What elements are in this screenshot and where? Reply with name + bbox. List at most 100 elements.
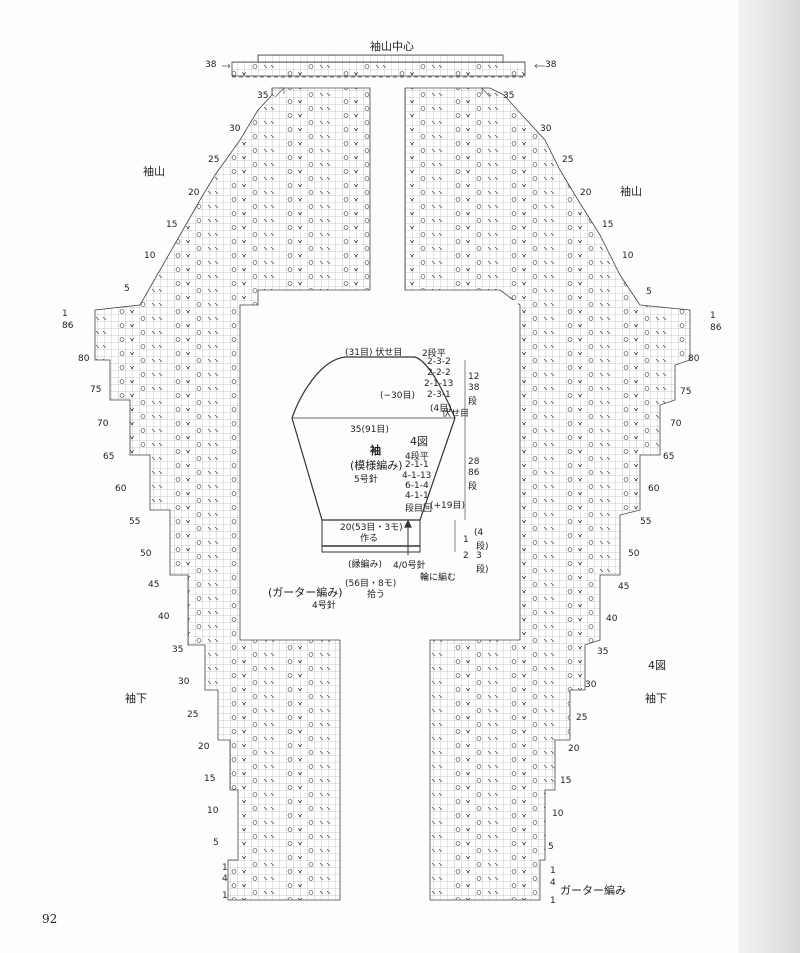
row-number: 86 <box>62 321 74 331</box>
row-number: 1 <box>550 866 556 876</box>
needle-size: 5号針 <box>354 475 378 485</box>
sleeve-cap-center-label: 袖山中心 <box>370 40 414 53</box>
page-number: 92 <box>42 912 58 926</box>
dec-step-5: 2-3-1 <box>427 390 451 400</box>
row-number: 60 <box>648 484 660 494</box>
row-number: 15 <box>602 220 614 230</box>
row-number: 20 <box>568 744 580 754</box>
cap-decrease: (−30目) <box>380 391 416 401</box>
pattern-name: (模様編み) <box>350 459 403 472</box>
dec-step-6: (4目) <box>430 404 452 414</box>
row-number: 1 <box>710 311 716 321</box>
inc-step-5: 4-1-1 <box>405 491 429 501</box>
row-number: 38 <box>545 60 557 70</box>
cap-rows: 38 <box>468 383 480 393</box>
top-bindoff: (31目) 伏せ目 <box>345 348 403 358</box>
row-number: 38 <box>205 60 217 70</box>
pickup-count: (56目・8モ) <box>345 579 397 589</box>
row-number: 60 <box>115 484 127 494</box>
sleeve-cap-label-right: 袖山 <box>620 185 642 198</box>
chart-left-half <box>94 87 371 901</box>
row-number: 50 <box>628 549 640 559</box>
row-number: 40 <box>606 614 618 624</box>
row-number: 35 <box>257 91 269 101</box>
cuff-rows-a: 1 <box>463 535 469 545</box>
row-number: 1 <box>550 896 556 906</box>
body-height: 28 <box>468 457 480 467</box>
cap-rows-unit: 段 <box>468 397 478 407</box>
row-number: 30 <box>540 124 552 134</box>
cuff-width: 20(53目・3モ) <box>340 523 403 533</box>
row-number: 65 <box>103 452 115 462</box>
cap-width: 35(91目) <box>350 425 389 435</box>
row-number: 30 <box>585 680 597 690</box>
inc-step-4: 6-1-4 <box>405 481 429 491</box>
row-number: 25 <box>576 713 588 723</box>
row-number: 10 <box>144 251 156 261</box>
garter-needle: 4号針 <box>312 601 336 611</box>
figure-number-label: 4図 <box>648 659 666 672</box>
chart-right-half <box>404 87 691 901</box>
row-number: 65 <box>663 452 675 462</box>
row-number: 45 <box>618 582 630 592</box>
row-number: 5 <box>124 284 130 294</box>
dec-step-7: 伏せ目 <box>442 409 470 419</box>
row-number: 75 <box>90 385 102 395</box>
increase-total: (+19目) <box>430 501 466 511</box>
inc-step-6: 段目回 <box>405 504 433 514</box>
row-number: 80 <box>688 354 700 364</box>
cap-height: 12 <box>468 372 480 382</box>
row-number: 1 <box>62 309 68 319</box>
knit-in-round: 輪に編む <box>420 573 457 583</box>
row-number: 30 <box>229 124 241 134</box>
row-number: 75 <box>680 387 692 397</box>
schematic-fig-label: 4図 <box>410 435 428 448</box>
row-number: 40 <box>158 612 170 622</box>
row-number: 1 <box>222 863 228 873</box>
underarm-label-left: 袖下 <box>125 692 147 705</box>
row-number: 30 <box>178 677 190 687</box>
row-number: 20 <box>198 742 210 752</box>
body-rows: 86 <box>468 468 480 478</box>
row-number: 35 <box>503 91 515 101</box>
center-window <box>260 300 518 636</box>
row-number: 55 <box>640 517 652 527</box>
rib-needle: 4/0号針 <box>393 561 426 571</box>
row-number: 25 <box>208 155 220 165</box>
cuff-rows-c: (4 <box>474 528 484 538</box>
row-number: 15 <box>204 774 216 784</box>
row-number: 5 <box>548 842 554 852</box>
garter-label: ガーター編み <box>560 884 626 897</box>
row-number: 20 <box>188 188 200 198</box>
row-arrows <box>222 63 545 98</box>
garter-pattern: (ガーター編み) <box>268 586 343 599</box>
row-number: 50 <box>140 549 152 559</box>
row-number: 25 <box>562 155 574 165</box>
dec-step-2: 2-3-2 <box>427 357 451 367</box>
row-number: 86 <box>710 323 722 333</box>
row-number: 70 <box>670 419 682 429</box>
cap-top-strip <box>231 54 526 78</box>
sleeve-cap-label-left: 袖山 <box>143 165 165 178</box>
dec-step-4: 2-1-13 <box>424 379 454 389</box>
row-number: 35 <box>172 645 184 655</box>
inc-step-2: 2-1-1 <box>405 460 429 470</box>
row-number: 15 <box>560 776 572 786</box>
underarm-label-right: 袖下 <box>645 692 667 705</box>
row-number: 70 <box>97 419 109 429</box>
dec-step-3: 2-2-2 <box>427 368 451 378</box>
row-number: 55 <box>129 517 141 527</box>
row-number: 15 <box>166 220 178 230</box>
row-number: 25 <box>187 710 199 720</box>
row-number: 80 <box>78 354 90 364</box>
part-name: 袖 <box>370 444 381 457</box>
sleeve-schematic <box>291 356 466 555</box>
row-number: 4 <box>222 874 228 884</box>
body-rows-unit: 段 <box>468 482 478 492</box>
cuff-rows-d: 段) <box>476 542 489 552</box>
cuff-rows-f: 段) <box>476 565 489 575</box>
cuff-rows-b: 2 <box>463 551 469 561</box>
cuff-rows-e: 3 <box>476 551 482 561</box>
inc-step-3: 4-1-13 <box>402 471 432 481</box>
